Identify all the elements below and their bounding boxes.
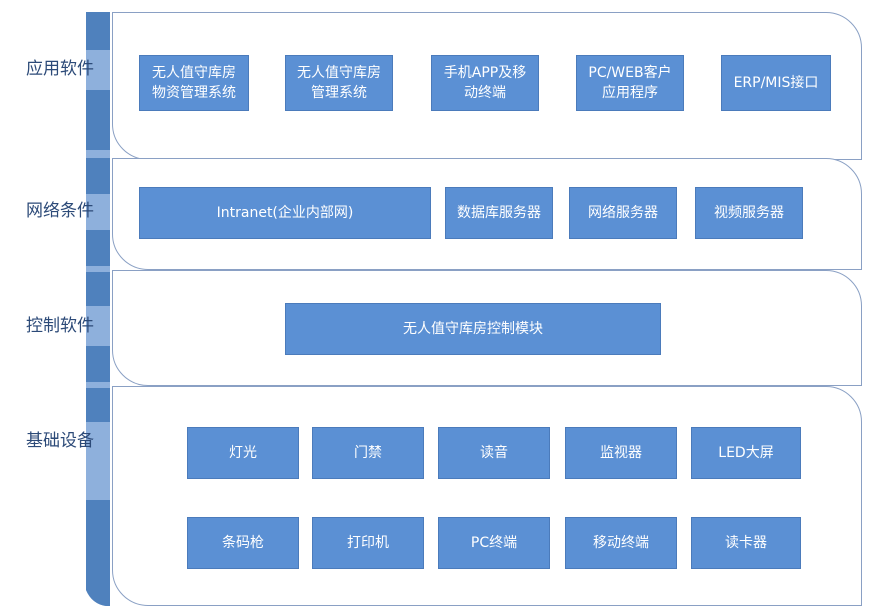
erp-mis-interface-box: ERP/MIS接口: [721, 55, 831, 111]
lighting-box: 灯光: [187, 427, 299, 479]
layer-label-application: 应用软件: [26, 59, 94, 79]
warehouse-material-system-box: 无人值守库房 物资管理系统: [139, 55, 249, 111]
control-layer-panel: 无人值守库房控制模块: [112, 270, 862, 386]
intranet-box: Intranet(企业内部网): [139, 187, 431, 239]
mobile-app-box: 手机APP及移 动终端: [431, 55, 539, 111]
card-reader-box: 读卡器: [691, 517, 801, 569]
video-server-box: 视频服务器: [695, 187, 803, 239]
spine-tab-4: [86, 388, 110, 422]
warehouse-management-system-box: 无人值守库房 管理系统: [285, 55, 393, 111]
layer-label-infrastructure: 基础设备: [26, 431, 94, 451]
network-server-box: 网络服务器: [569, 187, 677, 239]
pc-web-client-box: PC/WEB客户 应用程序: [576, 55, 684, 111]
printer-box: 打印机: [312, 517, 424, 569]
spine-tab-2: [86, 158, 110, 194]
spine-tab-4b: [86, 500, 110, 606]
access-control-box: 门禁: [312, 427, 424, 479]
led-screen-box: LED大屏: [691, 427, 801, 479]
control-module-box: 无人值守库房控制模块: [285, 303, 661, 355]
layer-label-network: 网络条件: [26, 201, 94, 221]
layer-spine: [86, 12, 110, 606]
spine-tab-1b: [86, 90, 110, 150]
mobile-terminal-box: 移动终端: [565, 517, 677, 569]
database-server-box: 数据库服务器: [445, 187, 553, 239]
spine-tab-3: [86, 272, 110, 306]
pc-terminal-box: PC终端: [438, 517, 550, 569]
monitor-box: 监视器: [565, 427, 677, 479]
application-layer-panel: 无人值守库房 物资管理系统 无人值守库房 管理系统 手机APP及移 动终端 PC…: [112, 12, 862, 160]
audio-box: 读音: [438, 427, 550, 479]
spine-tab-1: [86, 12, 110, 50]
spine-tab-3b: [86, 346, 110, 382]
barcode-scanner-box: 条码枪: [187, 517, 299, 569]
network-layer-panel: Intranet(企业内部网) 数据库服务器 网络服务器 视频服务器: [112, 158, 862, 270]
layer-label-control: 控制软件: [26, 316, 94, 336]
spine-tab-2b: [86, 230, 110, 266]
infrastructure-layer-panel: 灯光 门禁 读音 监视器 LED大屏 条码枪 打印机 PC终端 移动终端 读卡器: [112, 386, 862, 606]
